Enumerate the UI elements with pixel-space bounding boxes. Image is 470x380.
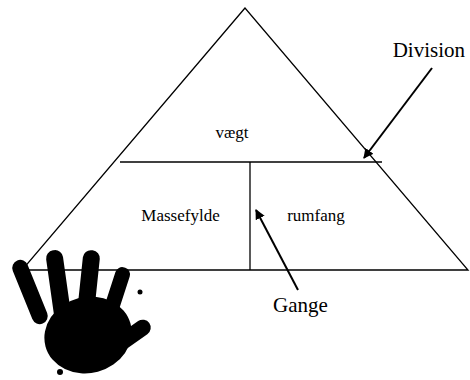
- operation-label: Gange: [272, 293, 329, 318]
- left-region: Massefylde: [136, 203, 225, 229]
- leader-arrow: [364, 68, 432, 158]
- region-label: vægt: [215, 123, 248, 143]
- region-label: rumfang: [287, 206, 345, 226]
- division-line: [120, 161, 382, 162]
- multiply-line: [249, 162, 250, 270]
- region-label: Massefylde: [141, 206, 219, 226]
- operation-label: Division: [392, 38, 466, 63]
- top-region: vægt: [210, 120, 254, 146]
- right-region: rumfang: [282, 203, 350, 229]
- hand-print: [10, 249, 154, 380]
- triangle-outline: [22, 8, 468, 270]
